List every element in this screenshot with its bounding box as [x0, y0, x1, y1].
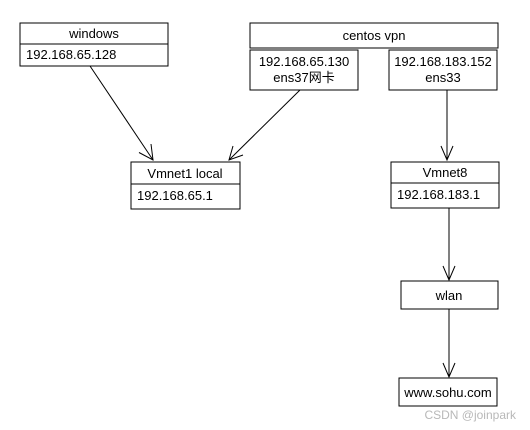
- node-centos-right-interface: ens33: [425, 70, 460, 85]
- node-windows: windows 192.168.65.128: [19, 22, 169, 67]
- node-centos-left-interface: ens37网卡: [273, 70, 334, 85]
- node-vmnet1-ip: 192.168.65.1: [137, 188, 213, 203]
- node-centos-title-box: [249, 22, 499, 49]
- node-vmnet8-frame: [390, 161, 500, 209]
- node-vmnet1: Vmnet1 local 192.168.65.1: [130, 161, 241, 210]
- node-vmnet8-ip: 192.168.183.1: [397, 187, 480, 202]
- node-wlan-title: wlan: [435, 288, 463, 303]
- node-centos-title: centos vpn: [343, 28, 406, 43]
- node-centos-right-ip: 192.168.183.152: [394, 54, 492, 69]
- node-vmnet8-title: Vmnet8: [423, 165, 468, 180]
- node-vmnet8: Vmnet8 192.168.183.1: [390, 161, 500, 209]
- node-sohu-frame: [398, 377, 498, 407]
- watermark: CSDN @joinpark: [424, 408, 516, 422]
- node-vmnet1-title: Vmnet1 local: [147, 166, 222, 181]
- edge-centos-to-vmnet1: [228, 89, 301, 161]
- node-centos-right-port: [388, 49, 498, 91]
- edge-vmnet8-to-wlan: [442, 208, 456, 282]
- edge-wlan-to-sohu: [442, 309, 456, 379]
- edge-centos-to-vmnet8: [440, 90, 454, 162]
- node-windows-title: windows: [68, 26, 119, 41]
- edge-windows-to-vmnet1: [89, 65, 154, 161]
- node-centos-left-ip: 192.168.65.130: [259, 54, 349, 69]
- node-windows-ip: 192.168.65.128: [26, 47, 116, 62]
- node-vmnet1-frame: [130, 161, 241, 210]
- node-sohu-title: www.sohu.com: [403, 385, 491, 400]
- node-wlan-frame: [400, 280, 499, 310]
- node-sohu: www.sohu.com: [398, 377, 498, 407]
- node-centos-vpn: centos vpn 192.168.65.130 ens37网卡 192.16…: [249, 22, 499, 91]
- node-wlan: wlan: [400, 280, 499, 310]
- node-centos-left-port: [249, 49, 359, 91]
